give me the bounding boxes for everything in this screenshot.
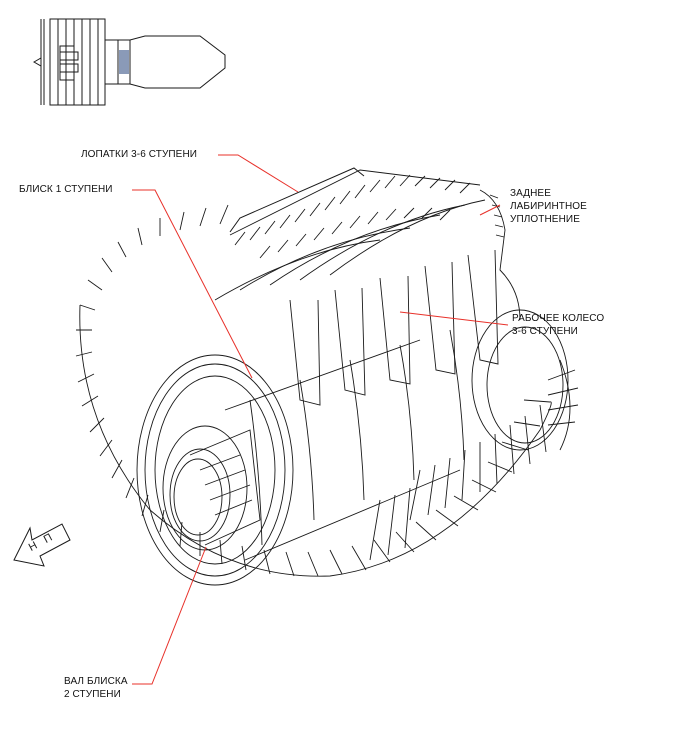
leader-shaft bbox=[132, 546, 207, 685]
label-wheel-line1: РАБОЧЕЕ КОЛЕСО bbox=[512, 313, 605, 324]
label-wheel-line2: 3-6 СТУПЕНИ bbox=[512, 326, 578, 337]
leader-blades bbox=[218, 154, 299, 193]
label-rear-seal-line1: ЗАДНЕЕ bbox=[510, 188, 551, 199]
blades-bracket bbox=[229, 167, 365, 233]
label-blisk-1: БЛИСК 1 СТУПЕНИ bbox=[19, 184, 113, 195]
label-rear-seal-line2: ЛАБИРИНТНОЕ bbox=[510, 201, 587, 212]
label-shaft-line1: ВАЛ БЛИСКА bbox=[64, 676, 128, 687]
label-blades-3-6: ЛОПАТКИ 3-6 СТУПЕНИ bbox=[81, 149, 198, 160]
leader-rear-seal bbox=[479, 204, 501, 216]
label-shaft-line2: 2 СТУПЕНИ bbox=[64, 689, 121, 700]
leader-wheel bbox=[399, 311, 509, 326]
leader-blisk1 bbox=[132, 189, 253, 379]
label-rear-seal-line3: УПЛОТНЕНИЕ bbox=[510, 214, 580, 225]
